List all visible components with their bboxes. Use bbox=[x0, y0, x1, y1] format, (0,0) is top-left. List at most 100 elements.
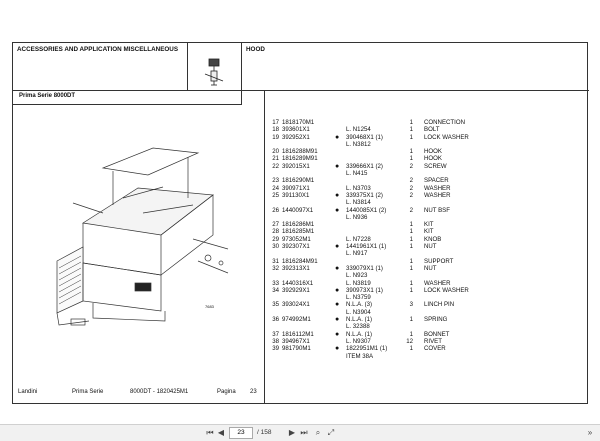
parts-cell-ref: L. N3812 bbox=[346, 140, 371, 148]
parts-cell-num: 25 bbox=[272, 191, 279, 199]
parts-cell-desc: KNOB bbox=[424, 235, 442, 243]
parts-cell-desc: NUT BSF bbox=[424, 206, 450, 214]
parts-cell-ref: N.L.A. (1) bbox=[346, 316, 373, 324]
parts-cell-qty: 1 bbox=[409, 155, 413, 163]
catalog-page: ACCESSORIES AND APPLICATION MISCELLANEOU… bbox=[12, 42, 589, 404]
parts-cell-num: 39 bbox=[272, 345, 279, 353]
previous-page-icon[interactable]: ◀ bbox=[217, 428, 225, 437]
parts-cell-ref: L. N3759 bbox=[346, 294, 371, 302]
parts-cell-ref: 339079X1 (1) bbox=[346, 264, 383, 272]
parts-cell-ref: 1441961X1 (1) bbox=[346, 243, 387, 251]
parts-cell-sym: ● bbox=[335, 264, 340, 272]
parts-cell-part: 973052M1 bbox=[282, 235, 311, 243]
parts-cell-part: 1816284M91 bbox=[282, 257, 318, 265]
parts-cell-num: 33 bbox=[272, 279, 279, 287]
parts-cell-part: 390971X1 bbox=[282, 184, 310, 192]
parts-cell-sym: ● bbox=[335, 330, 340, 338]
parts-cell-num: 31 bbox=[272, 257, 279, 265]
footer-page-label: Pagina bbox=[217, 389, 236, 395]
parts-cell-num: 18 bbox=[272, 126, 279, 134]
parts-cell-ref: ITEM 38A bbox=[346, 352, 374, 360]
parts-cell-qty: 1 bbox=[409, 133, 413, 141]
parts-cell-part: 1816288M91 bbox=[282, 148, 318, 156]
parts-cell-num: 29 bbox=[272, 235, 279, 243]
footer-page-number: 23 bbox=[250, 389, 257, 395]
parts-cell-part: 1818170M1 bbox=[282, 119, 315, 126]
first-page-icon[interactable]: ⏮ bbox=[206, 428, 214, 437]
parts-cell-ref: L. N917 bbox=[346, 250, 368, 258]
parts-cell-desc: SPACER bbox=[424, 177, 449, 185]
parts-row: L. N3904 bbox=[267, 309, 587, 316]
parts-cell-sym: ● bbox=[335, 301, 340, 309]
parts-cell-desc: SCREW bbox=[424, 162, 447, 170]
parts-cell-desc: KIT bbox=[424, 221, 434, 229]
footer-brand: Landini bbox=[18, 389, 38, 395]
search-icon[interactable]: ⌕ bbox=[315, 428, 321, 437]
parts-cell-qty: 2 bbox=[409, 162, 413, 170]
parts-row: L. N936 bbox=[267, 214, 587, 221]
parts-cell-desc: BOLT bbox=[424, 126, 440, 134]
parts-cell-part: 394967X1 bbox=[282, 337, 310, 345]
parts-cell-part: 392307X1 bbox=[282, 243, 310, 251]
parts-row: L. N3814 bbox=[267, 199, 587, 206]
fullscreen-icon[interactable]: ⤢ bbox=[327, 428, 335, 437]
parts-cell-num: 26 bbox=[272, 206, 279, 214]
footer-model-code: 8000DT - 1820425M1 bbox=[130, 389, 189, 395]
parts-cell-ref: 1822951M1 (1) bbox=[346, 345, 388, 353]
parts-cell-part: 974992M1 bbox=[282, 316, 311, 324]
group-title: HOOD bbox=[242, 43, 589, 91]
parts-cell-num: 21 bbox=[272, 155, 279, 163]
model-label: Prima Serie 8000DT bbox=[13, 91, 242, 105]
parts-cell-qty: 1 bbox=[409, 126, 413, 134]
parts-cell-part: 1440316X1 bbox=[282, 279, 314, 287]
parts-cell-ref: L. N1254 bbox=[346, 126, 371, 134]
parts-cell-part: 1816286M1 bbox=[282, 221, 315, 229]
parts-cell-num: 28 bbox=[272, 228, 279, 236]
parts-cell-desc: LOCK WASHER bbox=[424, 133, 469, 141]
parts-cell-num: 17 bbox=[272, 119, 279, 126]
section-title: ACCESSORIES AND APPLICATION MISCELLANEOU… bbox=[13, 43, 188, 91]
last-page-icon[interactable]: ⏭ bbox=[300, 428, 308, 437]
parts-cell-num: 24 bbox=[272, 184, 279, 192]
parts-cell-desc: SUPPORT bbox=[424, 257, 454, 265]
parts-cell-ref: L. N415 bbox=[346, 170, 368, 178]
parts-cell-ref: L. 32388 bbox=[346, 323, 370, 331]
parts-cell-desc: LINCH PIN bbox=[424, 301, 455, 309]
parts-cell-qty: 1 bbox=[409, 228, 413, 236]
parts-cell-num: 34 bbox=[272, 286, 279, 294]
next-page-icon[interactable]: ▶ bbox=[288, 428, 296, 437]
parts-cell-sym: ● bbox=[335, 133, 340, 141]
parts-cell-ref: N.L.A. (1) bbox=[346, 330, 373, 338]
parts-cell-qty: 1 bbox=[409, 264, 413, 272]
parts-cell-qty: 2 bbox=[409, 206, 413, 214]
parts-cell-part: 392015X1 bbox=[282, 162, 310, 170]
figure-number: 7683 bbox=[205, 304, 214, 309]
section-symbol-graphic bbox=[204, 58, 224, 86]
parts-cell-num: 32 bbox=[272, 264, 279, 272]
page-number-input[interactable] bbox=[229, 427, 253, 439]
parts-cell-qty: 1 bbox=[409, 345, 413, 353]
parts-cell-sym: ● bbox=[335, 286, 340, 294]
parts-cell-qty: 2 bbox=[409, 184, 413, 192]
parts-cell-num: 37 bbox=[272, 330, 279, 338]
parts-cell-desc: WASHER bbox=[424, 191, 451, 199]
parts-cell-desc: HOOK bbox=[424, 148, 442, 156]
parts-cell-desc: CONNECTION bbox=[424, 119, 465, 126]
footer-series: Prima Serie bbox=[72, 389, 104, 395]
sidebar-toggle-icon[interactable]: » bbox=[587, 428, 593, 437]
parts-cell-desc: LOCK WASHER bbox=[424, 286, 469, 294]
parts-cell-num: 35 bbox=[272, 301, 279, 309]
parts-cell-part: 392313X1 bbox=[282, 264, 310, 272]
parts-row: L. N923 bbox=[267, 272, 587, 279]
parts-cell-desc: NUT bbox=[424, 264, 437, 272]
